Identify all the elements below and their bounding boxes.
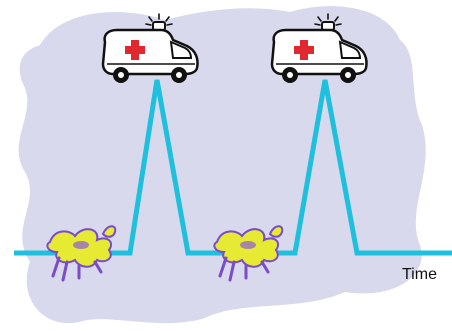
red-cross-icon <box>294 40 314 60</box>
time-axis-label: Time <box>402 266 437 284</box>
red-cross-icon <box>125 40 145 60</box>
